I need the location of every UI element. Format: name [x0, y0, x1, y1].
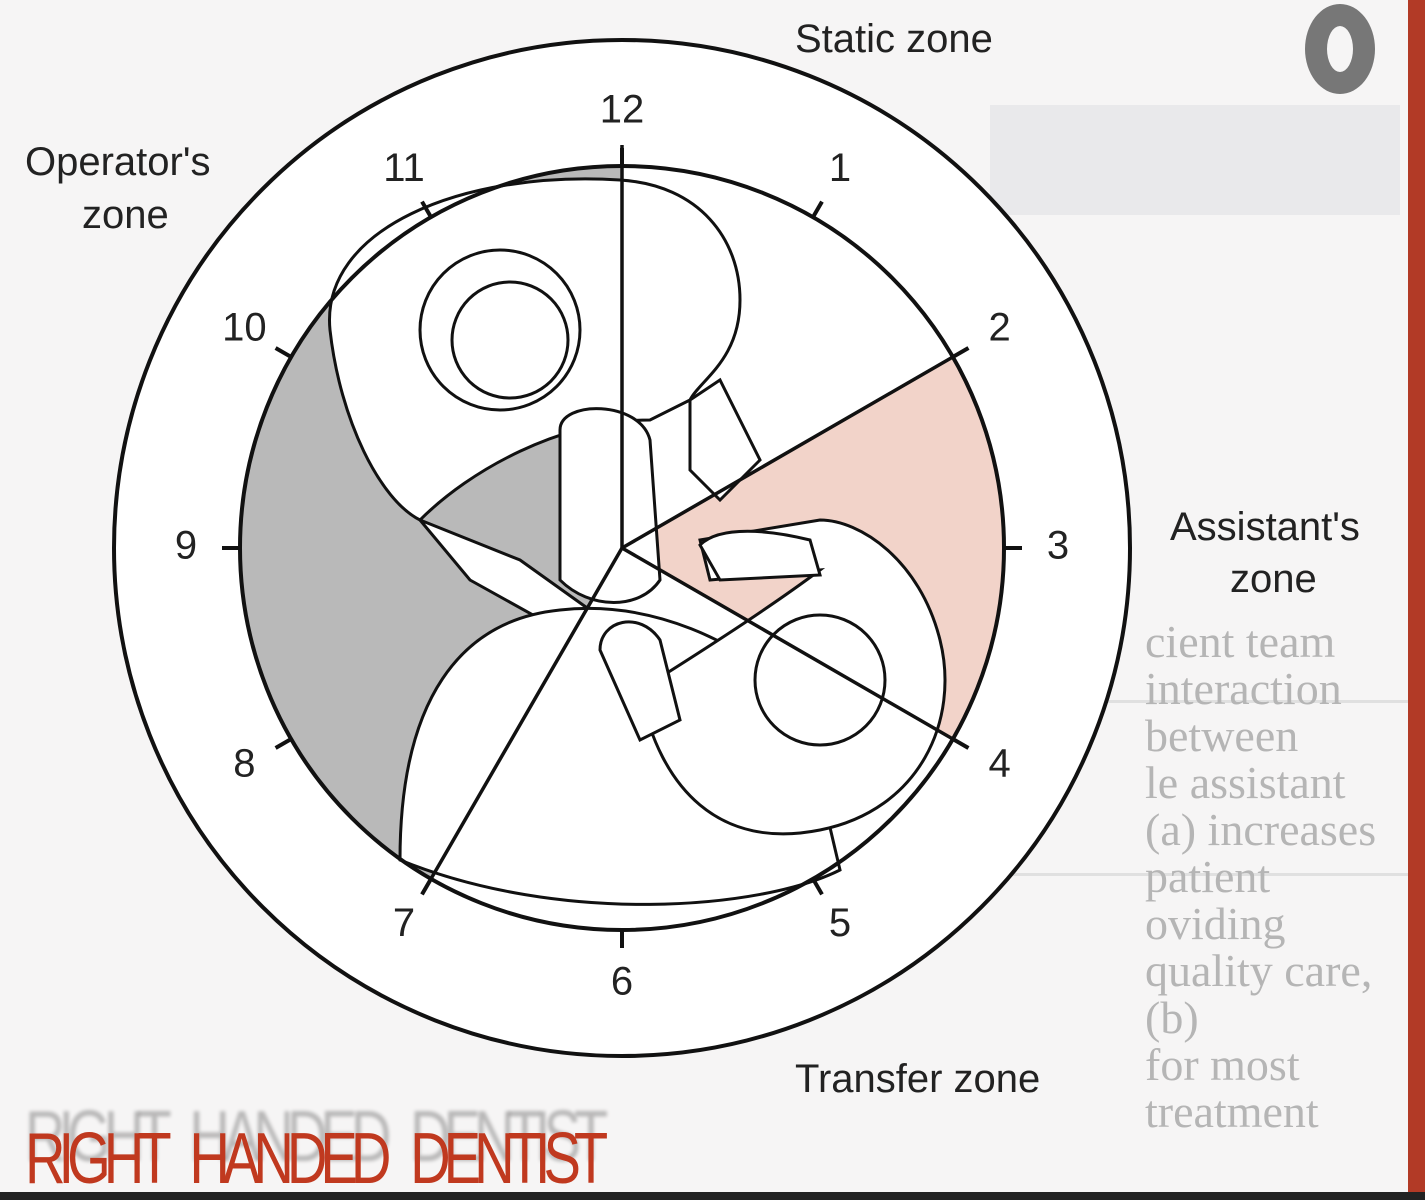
- background-text: cient team interaction between le assist…: [1145, 618, 1403, 1135]
- zone-divider-line-4: [621, 546, 970, 750]
- assistant-head-icon: [753, 613, 887, 747]
- background-text-line: oviding quality care, (b): [1145, 898, 1373, 1043]
- background-text-line: le assistant (a) increases patient: [1145, 757, 1377, 902]
- assistant-zone-label: Assistant's: [1170, 505, 1360, 549]
- clock-number-6: 6: [611, 960, 633, 1004]
- caption: RIGHT HANDED DENTIST: [25, 1119, 608, 1199]
- corner-logo: [1305, 4, 1375, 94]
- clock-tick: [274, 737, 293, 750]
- clock-number-7: 7: [393, 901, 415, 945]
- clock-tick: [274, 346, 293, 359]
- clock-number-8: 8: [233, 742, 255, 786]
- assistant-hand-2-icon: [598, 620, 682, 743]
- clock-number-9: 9: [175, 524, 197, 568]
- clock-number-10: 10: [222, 306, 267, 350]
- static-zone-label: Static zone: [795, 17, 993, 61]
- assistant-zone-label-2: zone: [1230, 557, 1317, 601]
- bottom-bar: [0, 1192, 1425, 1200]
- zone-divider-line-7: [420, 547, 624, 896]
- clock-number-12: 12: [600, 88, 645, 132]
- operator-zone-label: Operator's: [25, 140, 211, 184]
- clock-number-2: 2: [988, 306, 1010, 350]
- assistant-hand-icon: [698, 529, 822, 582]
- clock-tick: [420, 877, 433, 896]
- transfer-zone-label: Transfer zone: [795, 1057, 1040, 1101]
- clock-tick: [811, 200, 824, 219]
- background-text-line: for most treatment: [1145, 1039, 1319, 1137]
- background-block: [990, 105, 1400, 215]
- clock-tick: [811, 877, 824, 896]
- clock-tick: [951, 346, 970, 359]
- clock-number-11: 11: [383, 146, 425, 190]
- clock-tick: [420, 200, 433, 219]
- accent-bar: [1408, 0, 1425, 1192]
- zone-divider-line-2: [621, 346, 970, 550]
- patient-head-icon: [558, 407, 662, 604]
- clock-tick: [951, 737, 970, 750]
- background-text-line: cient team interaction between: [1145, 616, 1342, 761]
- clock-number-3: 3: [1047, 524, 1069, 568]
- operator-zone-label-2: zone: [82, 193, 169, 237]
- clock-number-1: 1: [829, 146, 851, 190]
- clock-number-4: 4: [988, 742, 1010, 786]
- clock-number-5: 5: [829, 901, 851, 945]
- operator-head-inner: [450, 280, 570, 400]
